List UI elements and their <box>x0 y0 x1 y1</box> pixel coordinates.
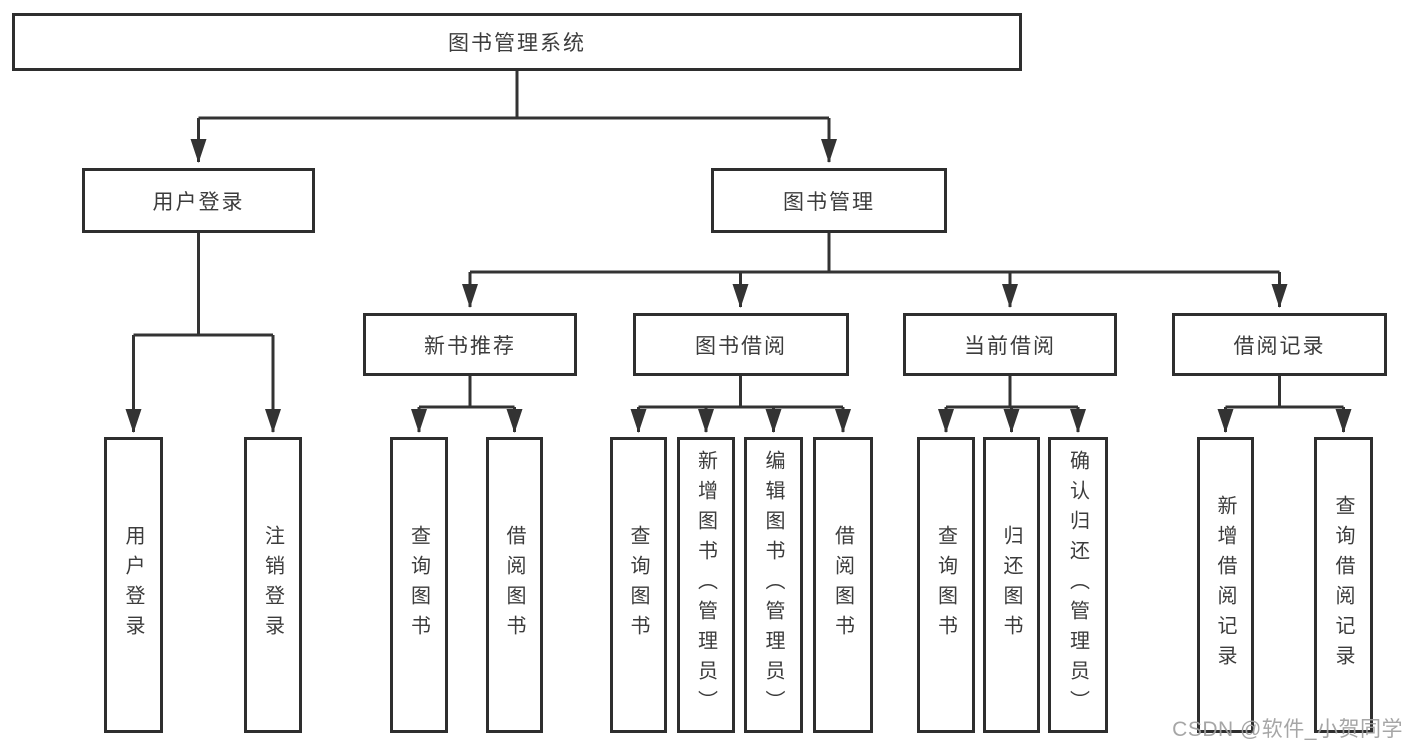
leaf-return-book: 归还图书 <box>983 437 1040 733</box>
leaf-borrow-book-label: 借阅图书 <box>831 525 854 645</box>
node-book-borrow: 图书借阅 <box>633 313 849 376</box>
leaf-confirm-return-admin: 确认归还（管理员） <box>1048 437 1108 733</box>
leaf-current-query: 查询图书 <box>917 437 975 733</box>
leaf-return-book-label: 归还图书 <box>1000 525 1022 645</box>
leaf-record-add-label: 新增借阅记录 <box>1214 495 1236 675</box>
node-book-borrow-label: 图书借阅 <box>695 334 787 358</box>
leaf-borrow-edit-admin-label: 编辑图书（管理员） <box>762 450 784 720</box>
leaf-newbook-query: 查询图书 <box>390 437 448 733</box>
leaf-logout-label: 注销登录 <box>261 525 284 645</box>
node-current-borrow-label: 当前借阅 <box>964 334 1056 358</box>
leaf-record-add: 新增借阅记录 <box>1197 437 1254 733</box>
node-book-mgmt-label: 图书管理 <box>783 190 875 214</box>
leaf-borrow-query: 查询图书 <box>610 437 667 733</box>
leaf-newbook-borrow-label: 借阅图书 <box>503 525 525 645</box>
node-new-book-recommend-label: 新书推荐 <box>424 334 516 358</box>
node-borrow-records: 借阅记录 <box>1172 313 1387 376</box>
leaf-borrow-query-label: 查询图书 <box>627 525 649 645</box>
node-user-login-label: 用户登录 <box>152 190 245 214</box>
leaf-confirm-return-admin-label: 确认归还（管理员） <box>1066 450 1089 720</box>
node-borrow-records-label: 借阅记录 <box>1233 334 1326 358</box>
leaf-borrow-add-admin: 新增图书（管理员） <box>677 437 735 733</box>
leaf-borrow-book: 借阅图书 <box>813 437 873 733</box>
leaf-current-query-label: 查询图书 <box>934 525 957 645</box>
leaf-logout: 注销登录 <box>244 437 302 733</box>
node-root-label: 图书管理系统 <box>448 32 586 55</box>
leaf-newbook-borrow: 借阅图书 <box>486 437 543 733</box>
leaf-borrow-edit-admin: 编辑图书（管理员） <box>744 437 803 733</box>
leaf-user-login-label: 用户登录 <box>122 525 144 645</box>
node-book-mgmt: 图书管理 <box>711 168 947 233</box>
leaf-newbook-query-label: 查询图书 <box>407 525 430 645</box>
leaf-user-login: 用户登录 <box>104 437 163 733</box>
leaf-record-query-label: 查询借阅记录 <box>1332 495 1354 675</box>
watermark-text: CSDN @软件_小贺同学 <box>1172 718 1403 741</box>
leaf-borrow-add-admin-label: 新增图书（管理员） <box>694 450 717 720</box>
node-current-borrow: 当前借阅 <box>903 313 1117 376</box>
node-new-book-recommend: 新书推荐 <box>363 313 577 376</box>
node-root: 图书管理系统 <box>12 13 1022 71</box>
leaf-record-query: 查询借阅记录 <box>1314 437 1373 733</box>
node-user-login: 用户登录 <box>82 168 315 233</box>
